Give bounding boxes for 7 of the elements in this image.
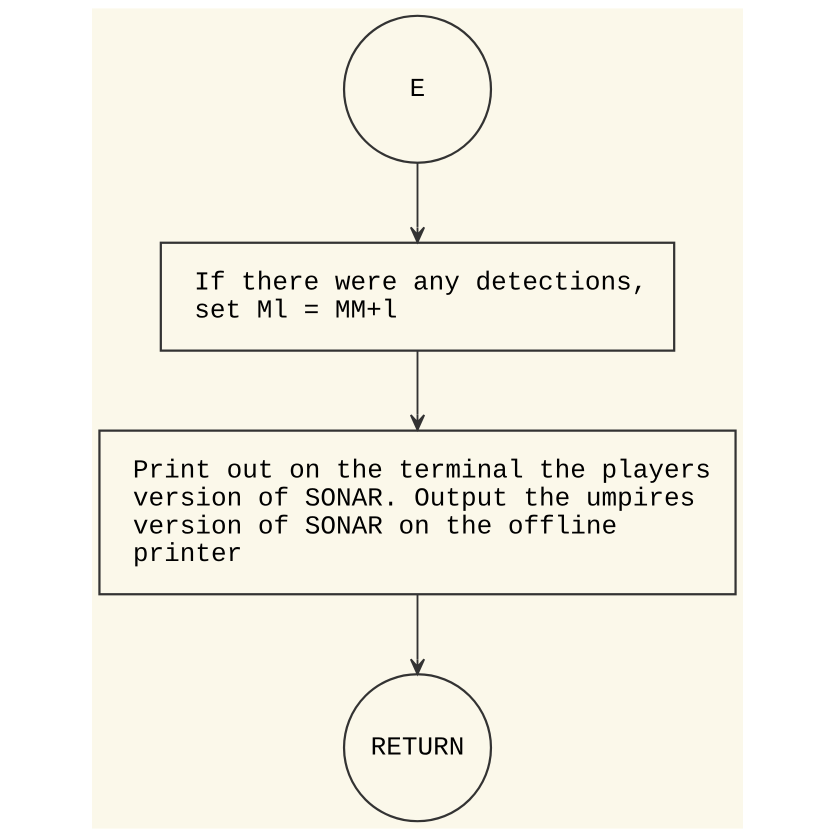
arrow (410, 350, 426, 431)
node-circle: RETURN (342, 673, 492, 822)
node-box: If there were any detections, set Ml = MM+l (160, 242, 676, 352)
arrow (410, 594, 426, 676)
node-circle: E (342, 14, 492, 164)
arrow (410, 162, 426, 244)
node-box: Print out on the terminal the players version of SONAR. Output the umpires version of SONAR on the offline printer (98, 429, 737, 596)
